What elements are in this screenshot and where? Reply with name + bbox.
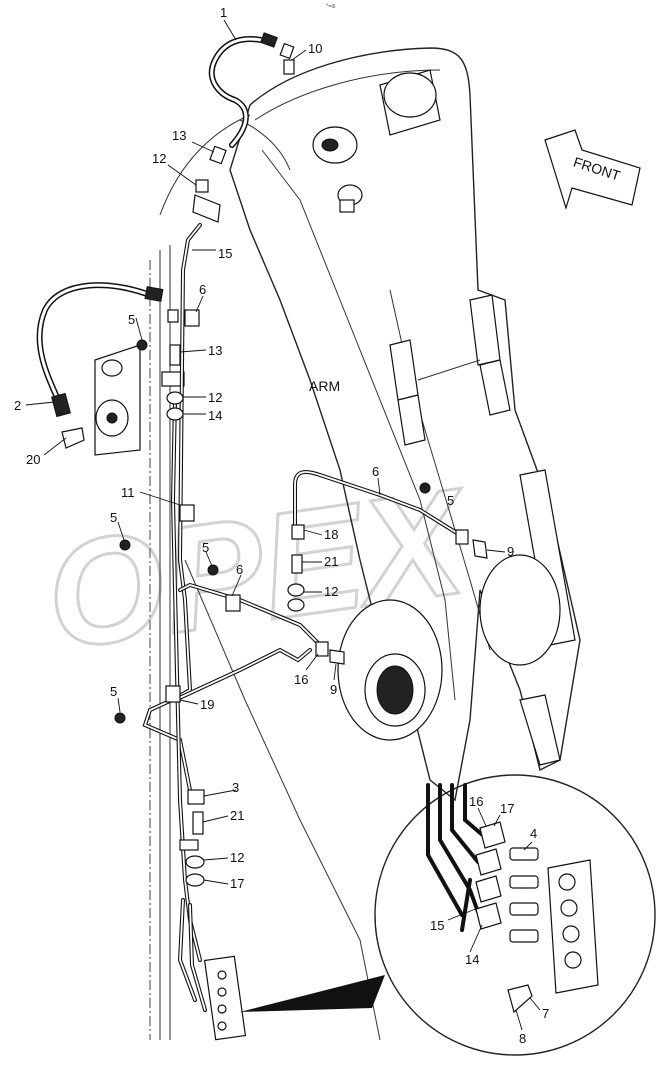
callout-4: 4 [530, 826, 537, 841]
hose-1 [208, 32, 295, 148]
top-mark: °≈≡ [326, 4, 336, 10]
steel-pipes [142, 223, 462, 1012]
callout-13: 13 [208, 343, 222, 358]
callout-12: 12 [230, 850, 244, 865]
callout-13: 13 [172, 128, 186, 143]
callout-7: 7 [542, 1006, 549, 1021]
arm-label: ARM [309, 378, 340, 394]
callout-11: 11 [121, 485, 135, 500]
callout-16: 16 [469, 794, 483, 809]
left-bracket [94, 344, 185, 456]
callout-14: 14 [208, 408, 222, 423]
callout-14: 14 [465, 952, 479, 967]
callout-numbers: 1 10 13 12 15 6 5 13 2 12 14 20 6 5 11 5… [14, 5, 549, 1046]
callout-6: 6 [372, 464, 379, 479]
callout-15: 15 [218, 246, 232, 261]
callout-9: 9 [507, 544, 514, 559]
leader-lines [25, 19, 541, 1031]
callout-12: 12 [208, 390, 222, 405]
callout-6: 6 [199, 282, 206, 297]
callout-18: 18 [324, 527, 338, 542]
detail-view [374, 774, 656, 1056]
callout-5: 5 [110, 684, 117, 699]
callout-12: 12 [152, 151, 166, 166]
callout-20: 20 [26, 452, 40, 467]
arm-body [149, 47, 581, 1041]
callout-9: 9 [330, 682, 337, 697]
bolts [114, 339, 431, 724]
callout-21: 21 [230, 808, 244, 823]
callout-5: 5 [128, 312, 135, 327]
fittings [165, 145, 488, 1041]
callout-6: 6 [236, 562, 243, 577]
callout-10: 10 [308, 41, 322, 56]
hose-2 [36, 282, 164, 449]
detail-pointer [240, 975, 385, 1012]
callout-15: 15 [430, 918, 444, 933]
callout-12: 12 [324, 584, 338, 599]
callout-5: 5 [447, 493, 454, 508]
callout-17: 17 [500, 801, 514, 816]
callout-19: 19 [200, 697, 214, 712]
callout-5: 5 [202, 540, 209, 555]
callout-16: 16 [294, 672, 308, 687]
callout-8: 8 [519, 1031, 526, 1046]
callout-1: 1 [220, 5, 227, 20]
callout-17: 17 [230, 876, 244, 891]
callout-21: 21 [324, 554, 338, 569]
callout-2: 2 [14, 398, 21, 413]
callout-3: 3 [232, 780, 239, 795]
callout-5: 5 [110, 510, 117, 525]
front-arrow: FRONT [544, 129, 641, 211]
